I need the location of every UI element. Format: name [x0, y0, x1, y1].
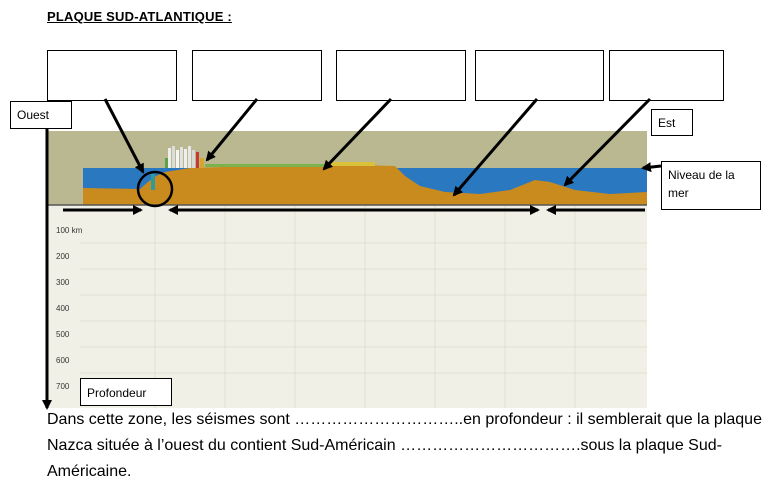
depth-tick-100: 100 km	[56, 226, 83, 235]
depth-tick-300: 300	[56, 278, 70, 287]
trench-marker	[151, 174, 155, 190]
depth-tick-200: 200	[56, 252, 70, 261]
exercise-paragraph: Dans cette zone, les séismes sont …………………	[47, 407, 767, 485]
depth-tick-500: 500	[56, 330, 70, 339]
sea-level-label: Niveau de la mer	[661, 161, 761, 210]
west-label: Ouest	[10, 101, 72, 129]
depth-tick-600: 600	[56, 356, 70, 365]
depth-tick-400: 400	[56, 304, 70, 313]
depth-tick-700: 700	[56, 382, 70, 391]
east-label: Est	[651, 109, 693, 136]
depth-label: Profondeur	[80, 378, 172, 406]
